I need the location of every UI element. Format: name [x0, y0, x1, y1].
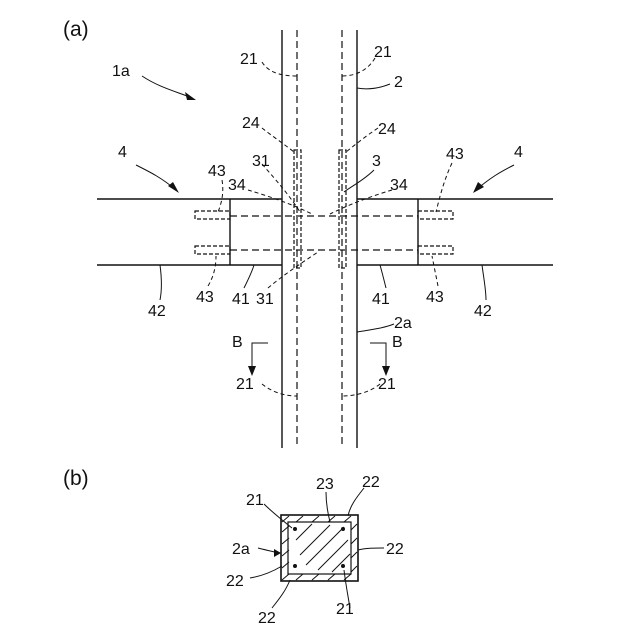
label-22: 22	[362, 474, 380, 491]
leaders-a	[136, 58, 514, 396]
beam-left	[97, 199, 282, 265]
label-24: 24	[242, 115, 260, 132]
label-34: 34	[390, 177, 408, 194]
label-23: 23	[316, 476, 334, 493]
beam-right	[357, 199, 553, 265]
label-43: 43	[446, 146, 464, 163]
label-22: 22	[386, 541, 404, 558]
label-21: 21	[378, 376, 396, 393]
label-43: 43	[426, 289, 444, 306]
label-34: 34	[228, 177, 246, 194]
label-31: 31	[252, 153, 270, 170]
section-marker-left	[248, 343, 268, 376]
beam-rebar	[230, 216, 418, 250]
label-4: 4	[118, 144, 127, 161]
leaders-b	[250, 488, 384, 608]
panel-label-a: (a)	[63, 18, 89, 41]
label-1a: 1a	[112, 63, 130, 80]
label-43: 43	[208, 163, 226, 180]
label-21: 21	[240, 51, 258, 68]
label-24: 24	[378, 121, 396, 138]
label-3: 3	[372, 153, 381, 170]
label-21: 21	[336, 601, 354, 618]
label-31: 31	[256, 291, 274, 308]
label-21: 21	[246, 492, 264, 509]
label-2: 2	[394, 74, 403, 91]
cross-section	[281, 515, 358, 581]
label-42: 42	[148, 303, 166, 320]
label-2a: 2a	[232, 541, 250, 558]
label-42: 42	[474, 303, 492, 320]
label-2a: 2a	[394, 315, 412, 332]
label-41: 41	[232, 291, 250, 308]
label-43: 43	[196, 289, 214, 306]
connectors	[195, 211, 453, 254]
label-22: 22	[226, 573, 244, 590]
label-22: 22	[258, 610, 276, 627]
label-4: 4	[514, 144, 523, 161]
panel-label-b: (b)	[63, 467, 89, 490]
label-B: B	[232, 334, 243, 351]
label-21: 21	[236, 376, 254, 393]
label-41: 41	[372, 291, 390, 308]
label-B: B	[392, 334, 403, 351]
section-marker-right	[370, 343, 390, 376]
label-21: 21	[374, 44, 392, 61]
